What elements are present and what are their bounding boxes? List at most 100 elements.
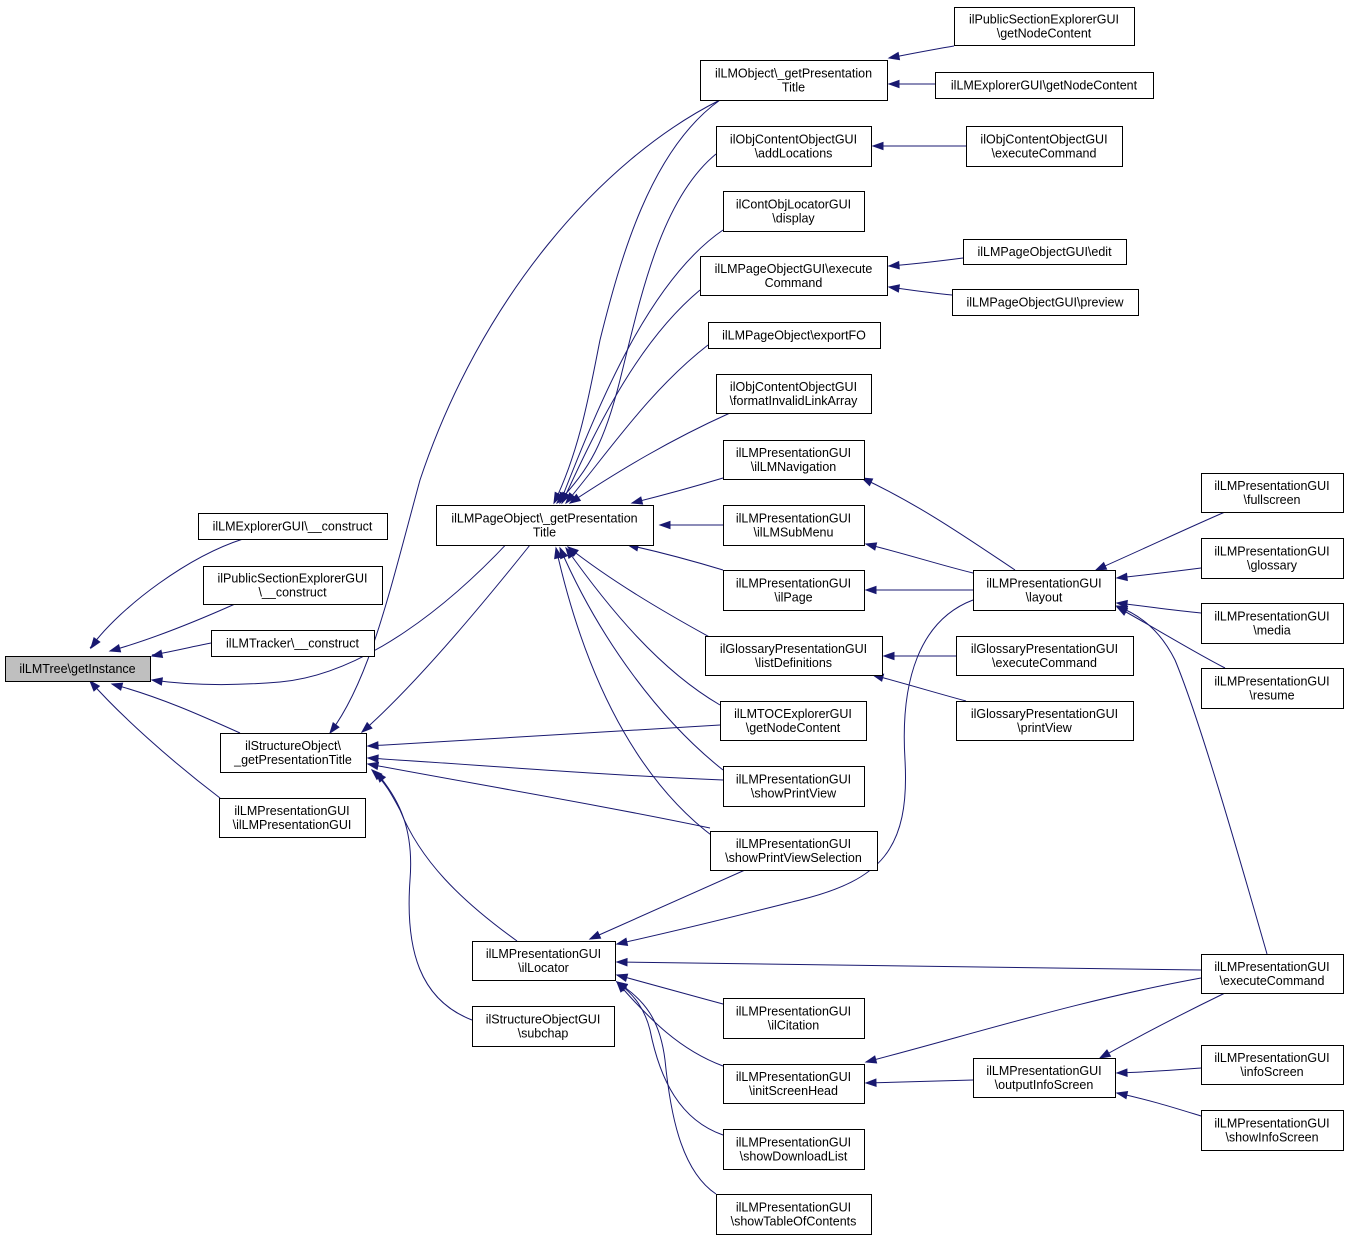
node-label: ilLMExplorerGUI\__construct: [213, 520, 373, 534]
arrowhead-struct_title: [366, 761, 380, 771]
node-box[interactable]: [1201, 668, 1344, 709]
node-layout[interactable]: ilLMPresentationGUI\layout: [973, 570, 1116, 611]
node-occ_exec[interactable]: ilObjContentObjectGUI\executeCommand: [966, 126, 1123, 167]
node-box[interactable]: [723, 191, 865, 232]
node-box[interactable]: [436, 505, 654, 546]
node-exportFO[interactable]: ilLMPageObject\exportFO: [708, 322, 881, 349]
node-box[interactable]: [220, 733, 367, 773]
node-struct_title[interactable]: ilStructureObject\_getPresentationTitle: [220, 733, 367, 773]
node-gloss_print[interactable]: ilGlossaryPresentationGUI\printView: [956, 701, 1134, 741]
node-label: ilLMTracker\__construct: [226, 637, 359, 651]
node-box[interactable]: [716, 126, 872, 167]
arrowhead-page_exec: [887, 284, 901, 293]
node-box[interactable]: [1201, 473, 1344, 513]
node-box[interactable]: [1201, 954, 1344, 994]
node-box[interactable]: [716, 374, 872, 414]
node-glossary[interactable]: ilLMPresentationGUI\glossary: [1201, 538, 1344, 579]
node-box[interactable]: [956, 701, 1134, 741]
node-pres_ctor[interactable]: ilLMPresentationGUI\ilLMPresentationGUI: [219, 798, 366, 838]
node-public_construct[interactable]: ilPublicSectionExplorerGUI\__construct: [203, 566, 383, 605]
node-ilCitation[interactable]: ilLMPresentationGUI\ilCitation: [723, 998, 865, 1039]
node-ilPage[interactable]: ilLMPresentationGUI\ilPage: [723, 570, 865, 611]
node-showInfoScreen[interactable]: ilLMPresentationGUI\showInfoScreen: [1201, 1110, 1344, 1151]
node-media[interactable]: ilLMPresentationGUI\media: [1201, 603, 1344, 644]
node-box[interactable]: [963, 239, 1127, 265]
node-pres_exec[interactable]: ilLMPresentationGUI\executeCommand: [1201, 954, 1344, 994]
node-tracker_construct[interactable]: ilLMTracker\__construct: [211, 630, 375, 657]
node-listDefs[interactable]: ilGlossaryPresentationGUI\listDefinition…: [705, 636, 883, 676]
node-box[interactable]: [203, 566, 383, 605]
node-box[interactable]: [720, 701, 867, 741]
edge-fullscreen-to-layout: [1095, 511, 1226, 571]
node-box[interactable]: [472, 1006, 615, 1047]
node-box[interactable]: [1201, 1110, 1344, 1151]
node-box[interactable]: [211, 630, 375, 657]
node-explorer_construct[interactable]: ilLMExplorerGUI\__construct: [198, 513, 388, 540]
edge-tocExplorer-to-page_title: [565, 547, 721, 706]
node-box[interactable]: [952, 289, 1139, 316]
node-lmobj_title[interactable]: ilLMObject\_getPresentationTitle: [700, 60, 888, 101]
node-box[interactable]: [700, 60, 888, 101]
node-initScreenHead[interactable]: ilLMPresentationGUI\initScreenHead: [723, 1064, 865, 1104]
node-box[interactable]: [1201, 1045, 1344, 1085]
node-box[interactable]: [708, 322, 881, 349]
node-showPrintViewSel[interactable]: ilLMPresentationGUI\showPrintViewSelecti…: [710, 831, 878, 871]
node-root[interactable]: ilLMTree\getInstance: [5, 656, 151, 682]
node-box[interactable]: [700, 256, 888, 296]
node-page_preview[interactable]: ilLMPageObjectGUI\preview: [952, 289, 1139, 316]
edge-showDownloadList-to-ilLocator: [616, 981, 724, 1136]
node-showTOC[interactable]: ilLMPresentationGUI\showTableOfContents: [716, 1194, 872, 1235]
node-label: _getPresentationTitle: [233, 753, 352, 767]
arrowhead-page_title: [565, 492, 577, 505]
node-box[interactable]: [198, 513, 388, 540]
node-formatInvalid[interactable]: ilObjContentObjectGUI\formatInvalidLinkA…: [716, 374, 872, 414]
node-page_exec[interactable]: ilLMPageObjectGUI\executeCommand: [700, 256, 888, 296]
node-box[interactable]: [723, 440, 865, 480]
arrowhead-root: [110, 682, 124, 691]
node-box[interactable]: [954, 7, 1135, 46]
node-ilLMNavigation[interactable]: ilLMPresentationGUI\ilLMNavigation: [723, 440, 865, 480]
node-page_edit[interactable]: ilLMPageObjectGUI\edit: [963, 239, 1127, 265]
node-box[interactable]: [710, 831, 878, 871]
node-showDownloadList[interactable]: ilLMPresentationGUI\showDownloadList: [723, 1129, 865, 1170]
node-box[interactable]: [723, 1064, 865, 1104]
node-page_title[interactable]: ilLMPageObject\_getPresentationTitle: [436, 505, 654, 546]
edge-pres_ctor-to-root: [89, 680, 221, 799]
node-box[interactable]: [723, 1129, 865, 1170]
node-infoScreen[interactable]: ilLMPresentationGUI\infoScreen: [1201, 1045, 1344, 1085]
node-box[interactable]: [716, 1194, 872, 1235]
node-outputInfo[interactable]: ilLMPresentationGUI\outputInfoScreen: [973, 1058, 1116, 1098]
node-ilLMSubMenu[interactable]: ilLMPresentationGUI\ilLMSubMenu: [723, 505, 865, 546]
node-box[interactable]: [472, 941, 616, 981]
node-box[interactable]: [723, 766, 865, 807]
arrowhead-struct_title: [366, 741, 379, 750]
node-addLocations[interactable]: ilObjContentObjectGUI\addLocations: [716, 126, 872, 167]
node-box[interactable]: [723, 998, 865, 1039]
node-box[interactable]: [966, 126, 1123, 167]
edge-page_edit-to-page_exec: [888, 257, 964, 267]
node-box[interactable]: [723, 505, 865, 546]
node-box[interactable]: [1201, 603, 1344, 644]
node-gloss_exec[interactable]: ilGlossaryPresentationGUI\executeCommand: [956, 636, 1134, 676]
node-exp_getNode[interactable]: ilLMExplorerGUI\getNodeContent: [935, 72, 1154, 99]
edge-layout-to-ilLocator: [616, 599, 974, 945]
node-box[interactable]: [219, 798, 366, 838]
node-pub_getNode[interactable]: ilPublicSectionExplorerGUI\getNodeConten…: [954, 7, 1135, 46]
node-tocExplorer[interactable]: ilLMTOCExplorerGUI\getNodeContent: [720, 701, 867, 741]
node-box[interactable]: [705, 636, 883, 676]
node-box[interactable]: [5, 656, 151, 682]
edge-lmobj_title-to-page_title: [553, 99, 721, 504]
node-box[interactable]: [1201, 538, 1344, 579]
node-box[interactable]: [973, 1058, 1116, 1098]
node-box[interactable]: [973, 570, 1116, 611]
node-box[interactable]: [723, 570, 865, 611]
node-box[interactable]: [956, 636, 1134, 676]
node-ilLocator[interactable]: ilLMPresentationGUI\ilLocator: [472, 941, 616, 981]
node-fullscreen[interactable]: ilLMPresentationGUI\fullscreen: [1201, 473, 1344, 513]
edge-page_title-to-root: [151, 517, 531, 686]
node-box[interactable]: [935, 72, 1154, 99]
node-resume[interactable]: ilLMPresentationGUI\resume: [1201, 668, 1344, 709]
node-locator_display[interactable]: ilContObjLocatorGUI\display: [723, 191, 865, 232]
node-subchap[interactable]: ilStructureObjectGUI\subchap: [472, 1006, 615, 1047]
node-showPrintView[interactable]: ilLMPresentationGUI\showPrintView: [723, 766, 865, 807]
